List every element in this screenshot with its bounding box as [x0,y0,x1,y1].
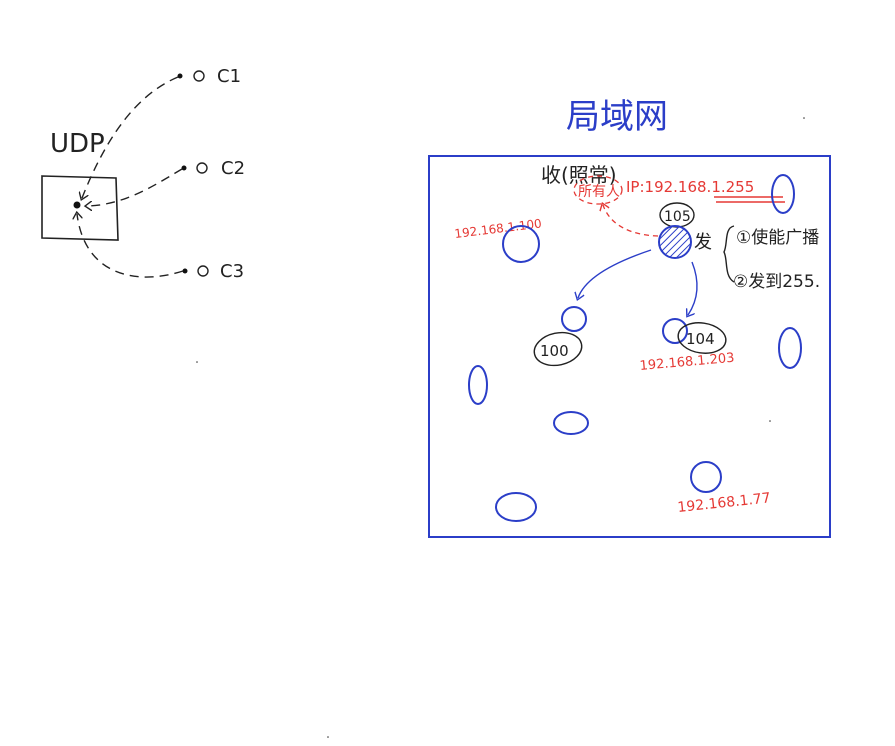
client-c3-label: C3 [220,261,244,282]
speck [769,420,771,422]
lan-node [468,365,488,405]
speck [803,117,805,119]
client-c1-circle [193,70,205,82]
client-c1-label: C1 [217,66,241,87]
lan-node-104 [662,318,688,344]
arrow-sender-to-everyone [603,205,659,237]
node-100-id-circle [533,331,583,367]
lan-title: 局域网 [566,97,668,137]
client-c2-dot [181,165,187,171]
node-104-id: 104 [686,330,715,348]
broadcast-ip: IP:192.168.1.255 [626,178,754,196]
node-77-ip: 192.168.1.77 [677,490,772,516]
step-enable-broadcast: ①使能广播 [736,227,819,248]
lan-node [553,411,589,435]
lan-boundary [428,155,831,538]
client-c1-dot [177,73,183,79]
arrow-c3-to-server [77,214,184,278]
udp-client-c1: C1 [177,66,241,87]
udp-client-c2: C2 [181,158,245,179]
udp-label: UDP [50,129,105,159]
sender-node [658,225,692,259]
lan-node [495,492,537,522]
lan-node-77 [690,461,722,493]
client-c2-circle [196,162,208,174]
node-104-ip: 192.168.1.203 [639,351,735,374]
arrow-c1-to-server [82,76,179,198]
steps-brace [723,225,735,283]
everyone-circle [573,175,623,205]
sender-id: 105 [664,209,691,225]
lan-node [771,174,795,214]
step-send-255: ②发到255. [733,272,820,292]
udp-diagram: UDP C1 C2 C3 [41,66,245,282]
client-c2-label: C2 [221,158,245,179]
lan-node [778,327,802,369]
lan-diagram: 局域网 收(照常) 所有人 IP:192.168.1.255 105 发 ①使能… [428,97,831,538]
client-c3-dot [182,268,188,274]
arrow-c2-to-server [87,168,183,206]
node-104-id-circle [677,322,727,354]
lan-node-100 [561,306,587,332]
udp-server-dot [73,201,81,209]
receive-note: 收(照常) [541,163,617,187]
lan-node [502,225,540,263]
send-label: 发 [694,232,712,253]
everyone-label: 所有人 [578,184,620,200]
arrow-sender-to-104 [688,261,698,315]
udp-client-c3: C3 [182,261,244,282]
client-c3-circle [197,265,209,277]
speck [327,736,329,738]
node-100-id: 100 [540,342,569,360]
arrow-sender-to-100 [578,249,652,298]
speck [196,361,198,363]
